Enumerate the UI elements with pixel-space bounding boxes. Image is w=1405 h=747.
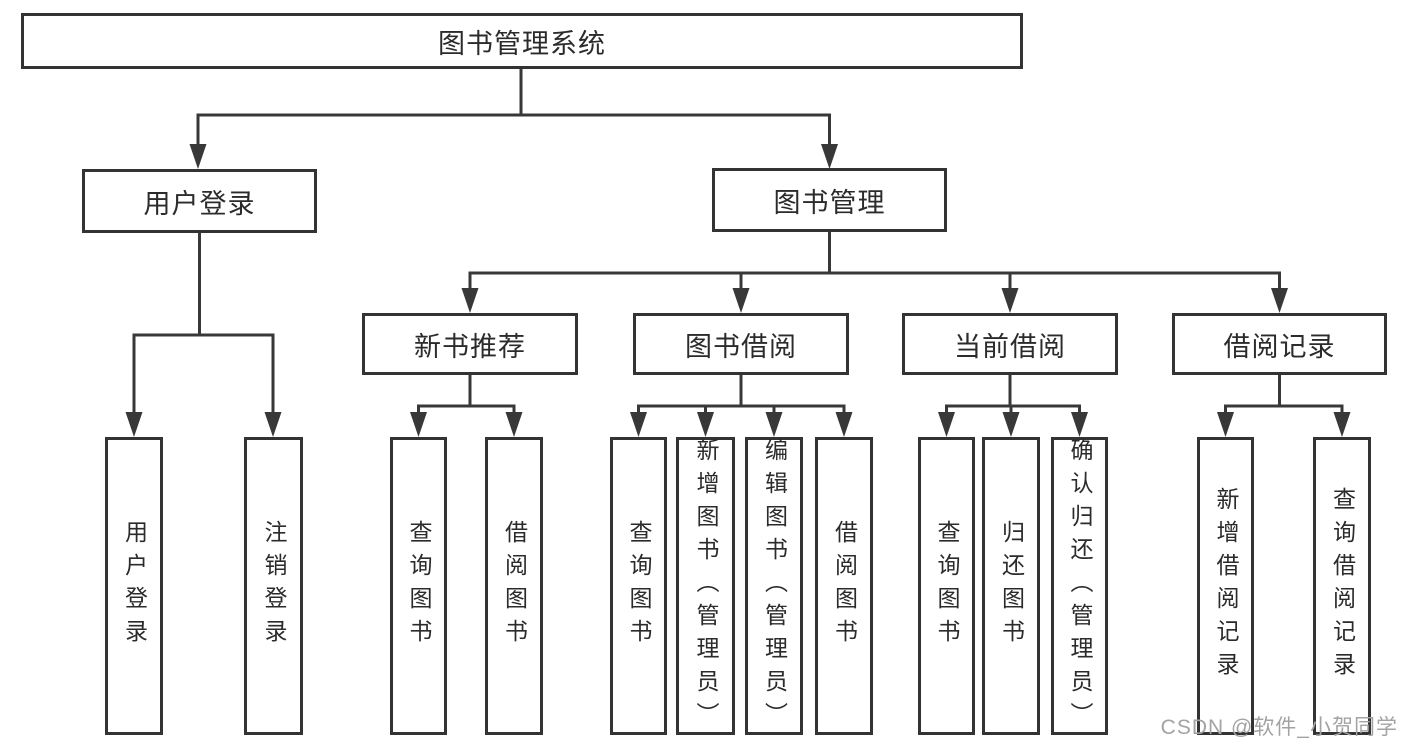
arrow-down-icon [821, 144, 838, 169]
leaf-query-books-borrow: 查询图书 [610, 437, 667, 735]
leaf-confirm-return-admin: 确认归还（管理员） [1051, 437, 1108, 735]
arrow-down-icon [938, 412, 955, 437]
arrow-down-icon [264, 412, 282, 437]
leaf-label: 查询图书 [406, 520, 432, 652]
connector-user-login-to-leaves [132, 233, 275, 418]
leaf-label: 用户登录 [121, 520, 148, 652]
leaf-logout: 注销登录 [244, 437, 303, 735]
arrow-down-icon [125, 412, 143, 437]
leaf-label: 新增图书（管理员） [693, 437, 719, 735]
node-label: 图书管理系统 [438, 28, 606, 59]
arrow-down-icon [1001, 288, 1019, 313]
arrow-down-icon [1002, 412, 1020, 437]
arrow-down-icon [1333, 412, 1351, 437]
node-label: 当前借阅 [954, 331, 1066, 362]
leaf-query-borrow-record: 查询借阅记录 [1313, 437, 1371, 735]
node-user-login: 用户登录 [82, 169, 317, 233]
leaf-user-login: 用户登录 [105, 437, 163, 735]
arrow-down-icon [1217, 412, 1234, 437]
leaf-label: 注销登录 [261, 520, 287, 652]
arrow-down-icon [461, 288, 479, 313]
arrow-down-icon [835, 412, 853, 437]
connector-borrow-records-to-leaves [1224, 375, 1344, 418]
arrow-down-icon [697, 412, 714, 437]
node-new-book-recommend: 新书推荐 [362, 313, 578, 375]
leaf-edit-book-admin: 编辑图书（管理员） [745, 437, 803, 735]
leaf-add-borrow-record: 新增借阅记录 [1197, 437, 1254, 735]
arrow-down-icon [189, 144, 207, 169]
connector-root-to-level2 [196, 69, 831, 150]
node-current-borrow: 当前借阅 [902, 313, 1118, 375]
node-label: 新书推荐 [414, 331, 526, 362]
leaf-return-books: 归还图书 [982, 437, 1040, 735]
connector-new-book-to-leaves [417, 375, 516, 418]
leaf-label: 查询借阅记录 [1329, 487, 1356, 685]
node-book-borrow: 图书借阅 [633, 313, 849, 375]
connector-current-borrow-to-leaves [945, 375, 1081, 418]
leaf-borrow-books-borrow: 借阅图书 [815, 437, 873, 735]
node-label: 借阅记录 [1223, 331, 1336, 362]
node-label: 图书借阅 [685, 331, 797, 362]
leaf-label: 借阅图书 [501, 520, 528, 652]
leaf-label: 新增借阅记录 [1213, 487, 1239, 685]
arrow-down-icon [630, 412, 647, 437]
node-label: 图书管理 [773, 187, 886, 218]
connector-book-mgmt-to-level3 [468, 232, 1281, 294]
leaf-query-books-current: 查询图书 [918, 437, 975, 735]
leaf-label: 确认归还（管理员） [1067, 437, 1093, 735]
arrow-down-icon [505, 412, 523, 437]
node-label: 用户登录 [143, 188, 256, 219]
arrow-down-icon [1271, 288, 1288, 313]
arrow-down-icon [765, 412, 783, 437]
node-borrow-records: 借阅记录 [1172, 313, 1387, 375]
leaf-label: 归还图书 [998, 520, 1025, 652]
node-library-system: 图书管理系统 [21, 13, 1023, 69]
leaf-label: 查询图书 [934, 520, 960, 652]
connector-book-borrow-to-leaves [637, 375, 846, 418]
leaf-add-book-admin: 新增图书（管理员） [676, 437, 735, 735]
arrow-down-icon [1071, 412, 1088, 437]
arrow-down-icon [410, 412, 427, 437]
arrow-down-icon [732, 288, 750, 313]
leaf-label: 查询图书 [626, 520, 652, 652]
leaf-borrow-books-newbook: 借阅图书 [485, 437, 543, 735]
node-book-management: 图书管理 [712, 168, 947, 232]
leaf-label: 借阅图书 [831, 520, 858, 652]
arrowheads [125, 144, 1351, 437]
leaf-label: 编辑图书（管理员） [761, 437, 788, 735]
leaf-query-books-newbook: 查询图书 [390, 437, 447, 735]
